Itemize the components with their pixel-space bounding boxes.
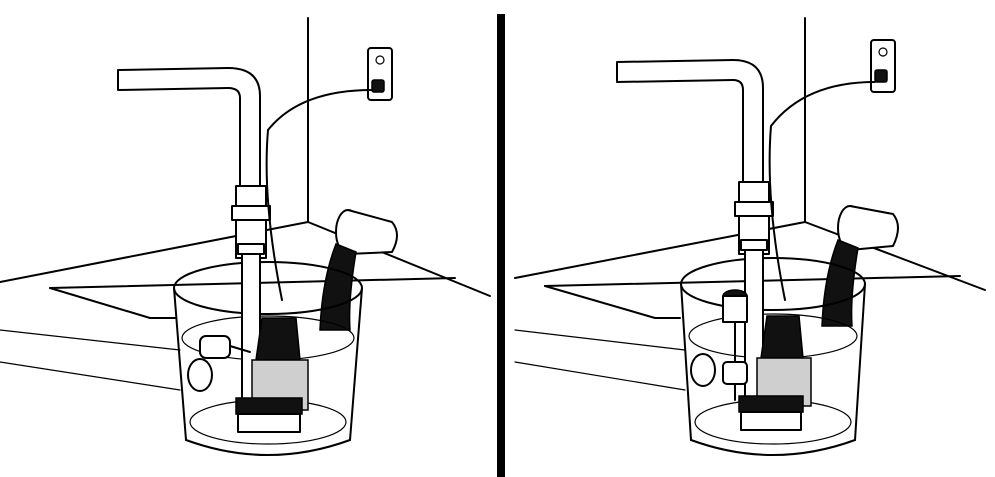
panel-divider (497, 14, 505, 477)
panel-tethered-float-installation (0, 0, 496, 477)
discharge-pipe-icon (117, 67, 271, 405)
panel-vertical-float-installation (505, 0, 995, 477)
inlet-pipe-icon (837, 205, 899, 251)
water-stream-icon (821, 239, 859, 327)
sump-pit-basin (680, 257, 866, 456)
vertical-float (722, 289, 748, 401)
sump-pump-icon (738, 315, 812, 431)
tethered-float (199, 335, 251, 359)
power-cord (768, 81, 876, 301)
inlet-pipe-icon (335, 209, 398, 255)
wall-outlet-icon (367, 47, 393, 101)
sump-pump-icon (235, 317, 309, 433)
water-stream-icon (319, 243, 357, 331)
discharge-pipe-icon (616, 59, 774, 401)
power-cord (265, 89, 373, 301)
wall-outlet-icon (870, 39, 896, 93)
sump-pit-basin (173, 261, 363, 456)
